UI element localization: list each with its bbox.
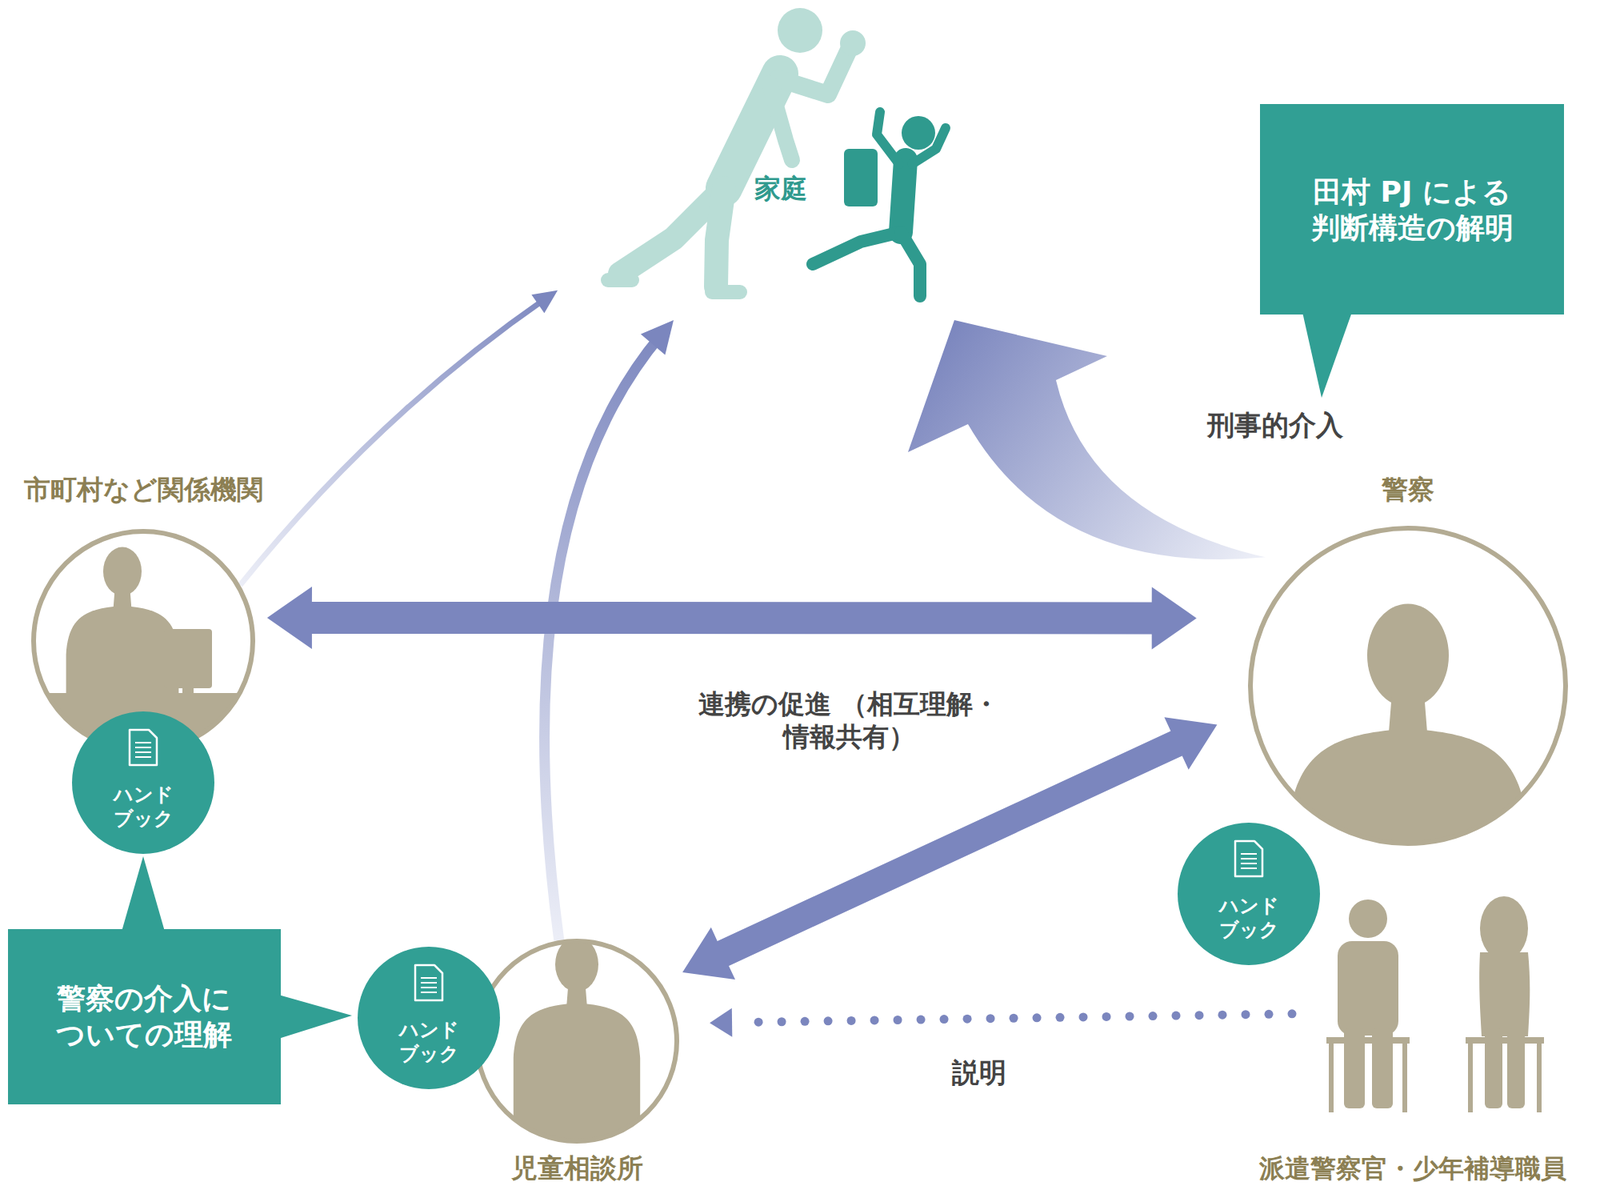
node-outline xyxy=(72,711,215,854)
handbook-badge: ハンド ブック xyxy=(357,946,500,1089)
node-outline xyxy=(1304,888,1592,1120)
node-label: 警察 xyxy=(1381,472,1435,506)
handbook-badge: ハンド ブック xyxy=(72,711,215,854)
adult-figure xyxy=(608,8,866,292)
child-figure xyxy=(812,112,946,296)
edge-label: 説明 xyxy=(952,1055,1007,1090)
node-outline xyxy=(1177,822,1320,965)
callout-text: 田村 PJ による 判断構造の解明 xyxy=(1300,173,1524,246)
node-label: 派遣警察官・少年補導職員 xyxy=(1259,1152,1567,1184)
police-figure xyxy=(1288,603,1528,996)
connector xyxy=(682,716,1217,980)
connector xyxy=(709,1008,1296,1037)
callout-box: 警察の介入に ついての理解 xyxy=(8,928,281,1104)
node-outline xyxy=(474,938,680,1144)
note-label: 連携の促進 （相互理解・情報共有） xyxy=(672,687,1025,754)
connector xyxy=(267,586,1197,650)
badge-label: ハンド ブック xyxy=(396,1017,461,1066)
family-scene: 家庭 xyxy=(560,0,976,320)
node-outline xyxy=(1248,525,1568,846)
handbook-badge: ハンド ブック xyxy=(1177,822,1320,965)
node-label: 市町村など関係機関 xyxy=(24,472,264,506)
node-outline xyxy=(8,928,281,1104)
connector xyxy=(240,290,558,585)
agency-circle: 児童相談所 xyxy=(474,938,680,1144)
node-label: 家庭 xyxy=(754,172,808,205)
counselor-figure xyxy=(513,936,640,1144)
badge-label: ハンド ブック xyxy=(111,782,176,831)
callout-text: 警察の介入に ついての理解 xyxy=(51,980,237,1052)
badge-label: ハンド ブック xyxy=(1216,893,1281,942)
node-outline xyxy=(357,946,500,1089)
seated-figures xyxy=(1326,896,1544,1112)
staff-group: 派遣警察官・少年補導職員 xyxy=(1304,888,1592,1120)
node-outline xyxy=(560,0,976,320)
agency-circle: 警察 xyxy=(1248,525,1568,846)
node-label: 児童相談所 xyxy=(511,1151,644,1184)
node-outline xyxy=(1260,104,1564,315)
callout-box: 田村 PJ による 判断構造の解明 xyxy=(1260,104,1564,315)
edge-label: 刑事的介入 xyxy=(1207,408,1344,443)
